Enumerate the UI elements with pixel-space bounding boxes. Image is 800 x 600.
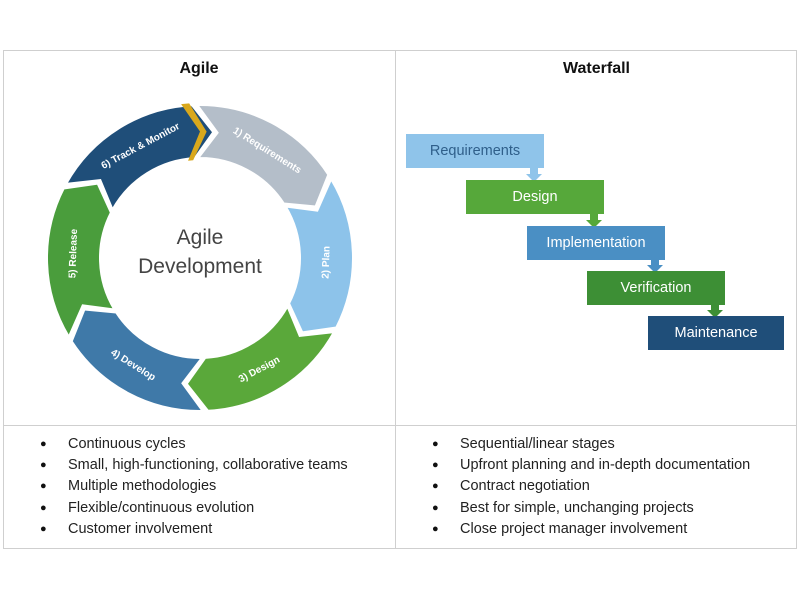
agile-bullet-item: Flexible/continuous evolution [40, 498, 348, 519]
waterfall-bullet-item: Best for simple, unchanging projects [432, 498, 750, 519]
waterfall-stage-design: Design [466, 180, 604, 214]
agile-bullet-item: Customer involvement [40, 519, 348, 540]
waterfall-connector-arrow [647, 260, 663, 273]
agile-center-title-line2: Development [138, 255, 262, 278]
agile-segment-label-2: 2) Plan [320, 246, 332, 279]
agile-bullet-item: Small, high-functioning, collaborative t… [40, 455, 348, 476]
agile-bullet-list: Continuous cyclesSmall, high-functioning… [40, 434, 348, 540]
waterfall-connector-arrow [586, 214, 602, 228]
agile-segment-5 [46, 182, 117, 339]
waterfall-connector-arrow [526, 168, 542, 182]
agile-segment-label-5: 5) Release [67, 228, 80, 278]
agile-segment-2 [283, 177, 354, 334]
agile-bullet-item: Multiple methodologies [40, 476, 348, 497]
comparison-table [3, 50, 797, 549]
agile-center-title-line1: Agile [177, 226, 224, 249]
waterfall-heading: Waterfall [563, 60, 630, 77]
cycle-start-marker [181, 103, 207, 161]
waterfall-stage-requirements: Requirements [406, 134, 544, 168]
waterfall-connectors [526, 168, 723, 318]
waterfall-stage-implementation: Implementation [527, 226, 665, 260]
column-divider [395, 50, 396, 549]
waterfall-bullet-item: Contract negotiation [432, 476, 750, 497]
agile-segment-4 [70, 308, 205, 412]
agile-segment-6 [64, 104, 215, 212]
agile-segment-1 [195, 104, 330, 208]
waterfall-bullet-item: Sequential/linear stages [432, 434, 750, 455]
waterfall-bullet-list: Sequential/linear stagesUpfront planning… [432, 434, 750, 540]
waterfall-connector-arrow [707, 305, 723, 318]
agile-bullet-item: Continuous cycles [40, 434, 348, 455]
agile-segment-3 [185, 304, 336, 412]
waterfall-bullet-item: Close project manager involvement [432, 519, 750, 540]
waterfall-bullet-item: Upfront planning and in-depth documentat… [432, 455, 750, 476]
row-divider [3, 425, 797, 426]
waterfall-stage-verification: Verification [587, 271, 725, 305]
agile-heading: Agile [179, 60, 219, 77]
waterfall-stage-maintenance: Maintenance [648, 316, 784, 350]
